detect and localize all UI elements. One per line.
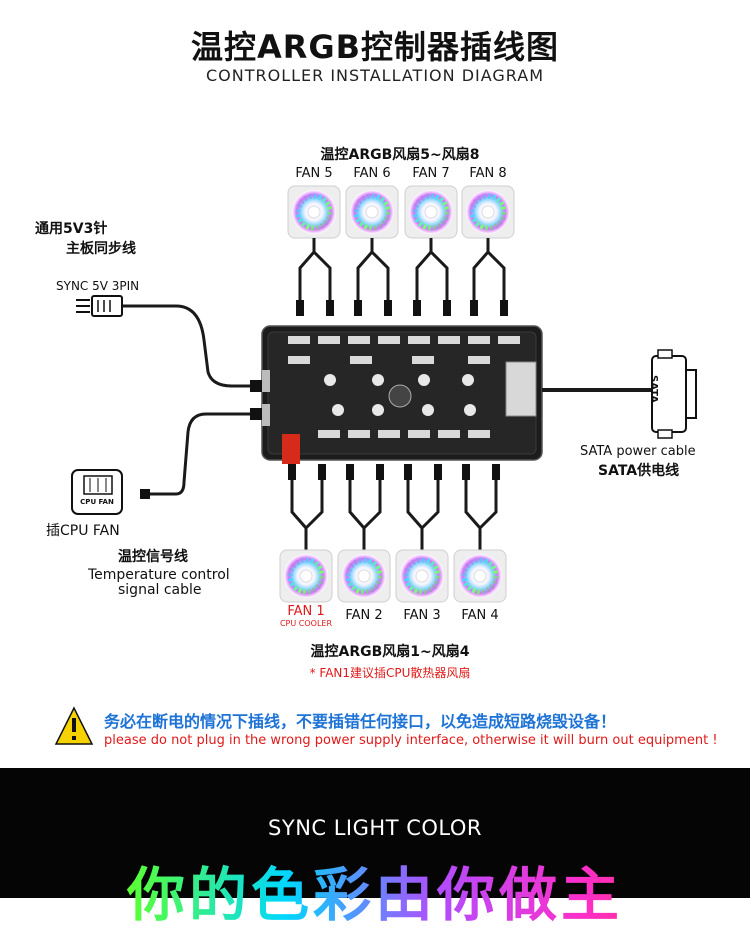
top-fan-group-label: 温控ARGB风扇5~风扇8 bbox=[320, 147, 480, 163]
sata-cn-label: SATA供电线 bbox=[598, 463, 680, 479]
fan-1-sub-label: CPU COOLER bbox=[279, 619, 333, 628]
temperature-cn-label: 温控信号线 bbox=[118, 549, 188, 565]
fan-4-label: FAN 4 bbox=[461, 608, 499, 623]
wiring-diagram bbox=[54, 185, 697, 745]
fan-7-label: FAN 7 bbox=[412, 166, 450, 181]
sync-cable bbox=[76, 295, 262, 392]
warning-cn-text: 务必在断电的情况下插线，不要插错任何接口，以免造成短路烧毁设备！ bbox=[104, 712, 617, 731]
warning-en-text: please do not plug in the wrong power su… bbox=[104, 733, 718, 748]
page-title: 温控ARGB控制器插线图 bbox=[190, 28, 560, 66]
sata-en-label: SATA power cable bbox=[580, 444, 696, 459]
fan-7-graphic bbox=[404, 185, 458, 239]
sata-connector-text: SATA bbox=[648, 375, 659, 403]
bottom-fan-cables bbox=[290, 480, 498, 552]
temperature-en-line2: signal cable bbox=[118, 582, 202, 598]
slogan-text: 你的色彩由你做主 bbox=[0, 848, 750, 932]
fan-3-label: FAN 3 bbox=[403, 608, 441, 623]
fan-8-graphic bbox=[461, 185, 515, 239]
fan-5-label: FAN 5 bbox=[295, 166, 333, 181]
top-fan-cables bbox=[298, 238, 506, 300]
bottom-fan-group-label: 温控ARGB风扇1~风扇4 bbox=[310, 644, 470, 660]
fan-2-graphic bbox=[337, 549, 391, 603]
temperature-cable bbox=[140, 408, 262, 499]
fan-3-graphic bbox=[395, 549, 449, 603]
controller-board bbox=[261, 325, 543, 464]
sync-cn-line2: 主板同步线 bbox=[66, 241, 136, 257]
page-subtitle: CONTROLLER INSTALLATION DIAGRAM bbox=[205, 66, 545, 85]
fan-2-label: FAN 2 bbox=[345, 608, 383, 623]
fan-1-graphic bbox=[279, 549, 333, 603]
fan-1-label: FAN 1 bbox=[287, 604, 325, 619]
fan-5-graphic bbox=[287, 185, 341, 239]
sync-light-color-heading: SYNC LIGHT COLOR bbox=[268, 816, 482, 840]
color-banner bbox=[0, 768, 750, 898]
fan-4-graphic bbox=[453, 549, 507, 603]
cpu-fan-note: * FAN1建议插CPU散热器风扇 bbox=[309, 666, 471, 680]
sync-cn-line1: 通用5V3针 bbox=[35, 221, 108, 237]
warning-icon bbox=[54, 706, 94, 745]
fan-6-graphic bbox=[345, 185, 399, 239]
sata-cable bbox=[542, 349, 697, 439]
cpu-fan-icon-text: CPU FAN bbox=[80, 498, 114, 506]
bottom-connectors bbox=[288, 464, 500, 480]
top-connectors bbox=[296, 300, 508, 316]
sync-en-label: SYNC 5V 3PIN bbox=[56, 279, 140, 293]
cpu-fan-label: 插CPU FAN bbox=[46, 523, 120, 539]
fan-6-label: FAN 6 bbox=[353, 166, 391, 181]
cpu-fan-icon bbox=[71, 469, 123, 515]
fan-8-label: FAN 8 bbox=[469, 166, 507, 181]
temperature-en-line1: Temperature control bbox=[88, 567, 230, 583]
